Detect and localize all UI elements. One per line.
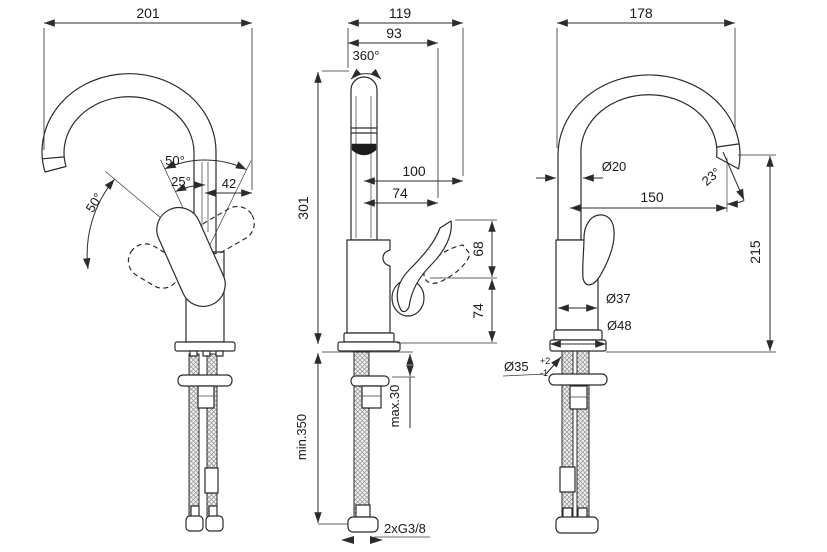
mounting-washer [350,375,390,387]
dim-reach: 100 [402,163,426,179]
dim-body-height: 74 [470,303,486,319]
dim-tube-diameter: Ø20 [602,159,627,174]
base-plate [337,341,401,352]
outlet-stream-line [722,151,745,201]
base-flange [343,332,395,343]
hose-neck [208,505,218,518]
hose-fitting [555,516,599,534]
outlet-angle-arc [726,200,745,208]
base-flange [174,341,236,352]
spout-tip-joint [42,156,65,160]
dim-depth: 119 [389,5,412,21]
base-plate [549,339,607,352]
dim-hole-diameter: Ø35 [504,359,529,374]
profile-view: 178 Ø20 23° 150 215 Ø37 Ø48 Ø35 +2 -1 [502,5,776,534]
leader-line [502,373,547,377]
dim-reach: 150 [640,189,664,205]
aerator-outlet [351,143,377,156]
fitting-width-arrow [341,536,354,544]
swing-ray [204,160,252,256]
dim-rotation: 360° [353,48,380,63]
dim-deck-thickness: max.30 [387,385,402,428]
base-stud [189,350,198,357]
mounting-washer [548,373,608,386]
dim-overall-width: 201 [136,5,160,21]
dim-swing-side: 50° [83,190,106,215]
dim-lever-height: 68 [470,241,486,257]
dim-reach-inner: 74 [392,185,408,201]
handle [582,214,615,286]
mounting-nut [361,385,382,409]
dim-spout-edge: 93 [386,25,402,41]
dim-hose-length: min.350 [294,414,309,460]
side-view: 360° 119 93 301 100 74 68 74 max.30 [294,5,497,544]
dim-hole-tolerance-plus: +2 [540,356,550,366]
fitting-width-arrow [370,536,383,544]
dim-outlet-height: 215 [747,240,763,264]
mounting-nut [197,385,215,409]
swing-arc-open [175,181,206,193]
dim-outlet-angle: 23° [699,164,724,188]
dim-handle-offset: 42 [222,176,236,191]
hose-neck [190,505,200,518]
hose-fitting [347,516,379,533]
hose-sleeve [559,466,576,493]
spout-tip-joint [716,143,740,148]
hose-sleeve [204,467,219,494]
swing-arc-side [83,178,115,270]
handle [156,206,226,308]
dim-body-diameter: Ø37 [606,291,631,306]
base-stud [202,350,211,357]
rotation-arc [350,68,382,80]
dim-base-diameter: Ø48 [607,318,632,333]
spout-column [350,76,378,241]
mounting-nut [569,385,588,410]
dim-swing-open: 25° [171,174,191,189]
handle-lever [396,220,452,313]
dim-height: 301 [295,196,311,220]
swing-arc-top [164,159,247,171]
faucet-body [346,239,391,334]
base-stud [215,350,224,357]
spout-outline [557,74,741,241]
thread-callout: 2xG3/8 [384,521,426,536]
mounting-washer [177,374,233,387]
front-view: 201 50° 25° 42 50° [41,5,255,532]
base-flange [553,329,603,341]
dim-hole-tolerance-minus: -1 [540,368,548,378]
handle-position-dashed [423,244,471,284]
handle-position-dashed [127,243,181,289]
hose-neck [355,504,371,518]
hose-fitting [185,515,204,532]
hose-fitting [205,515,224,532]
hole-leader-arrow [545,356,562,375]
dim-depth: 178 [629,5,653,21]
dim-swing-top: 50° [165,153,185,168]
